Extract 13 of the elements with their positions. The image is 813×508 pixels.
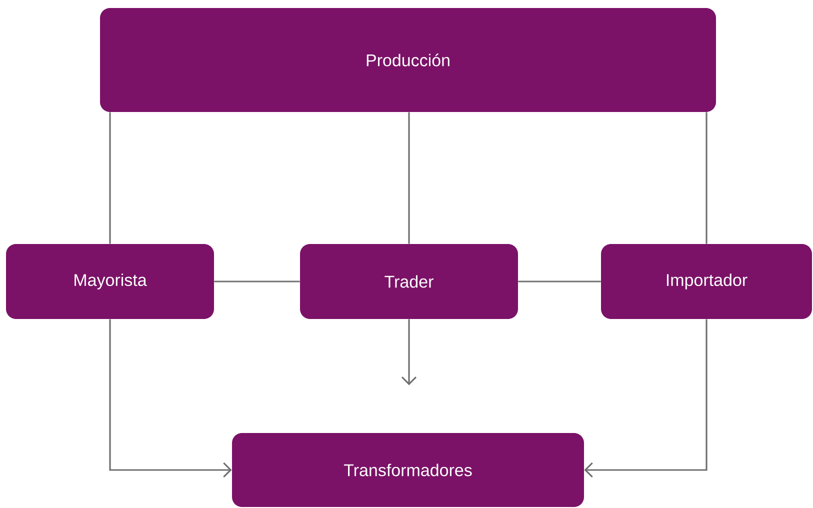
connector-line bbox=[109, 319, 232, 478]
process-box: Producción bbox=[100, 8, 716, 112]
process-box: Importador bbox=[601, 244, 812, 319]
connector-line bbox=[408, 112, 410, 244]
connector-line bbox=[401, 319, 417, 386]
connector-line bbox=[214, 280, 300, 282]
process-box: Trader bbox=[300, 244, 518, 319]
connector-line bbox=[518, 280, 601, 282]
connector-line bbox=[109, 112, 111, 244]
process-box: Transformadores bbox=[232, 433, 584, 507]
connector-line bbox=[584, 319, 708, 478]
process-box: Mayorista bbox=[6, 244, 214, 319]
connector-line bbox=[706, 112, 708, 244]
